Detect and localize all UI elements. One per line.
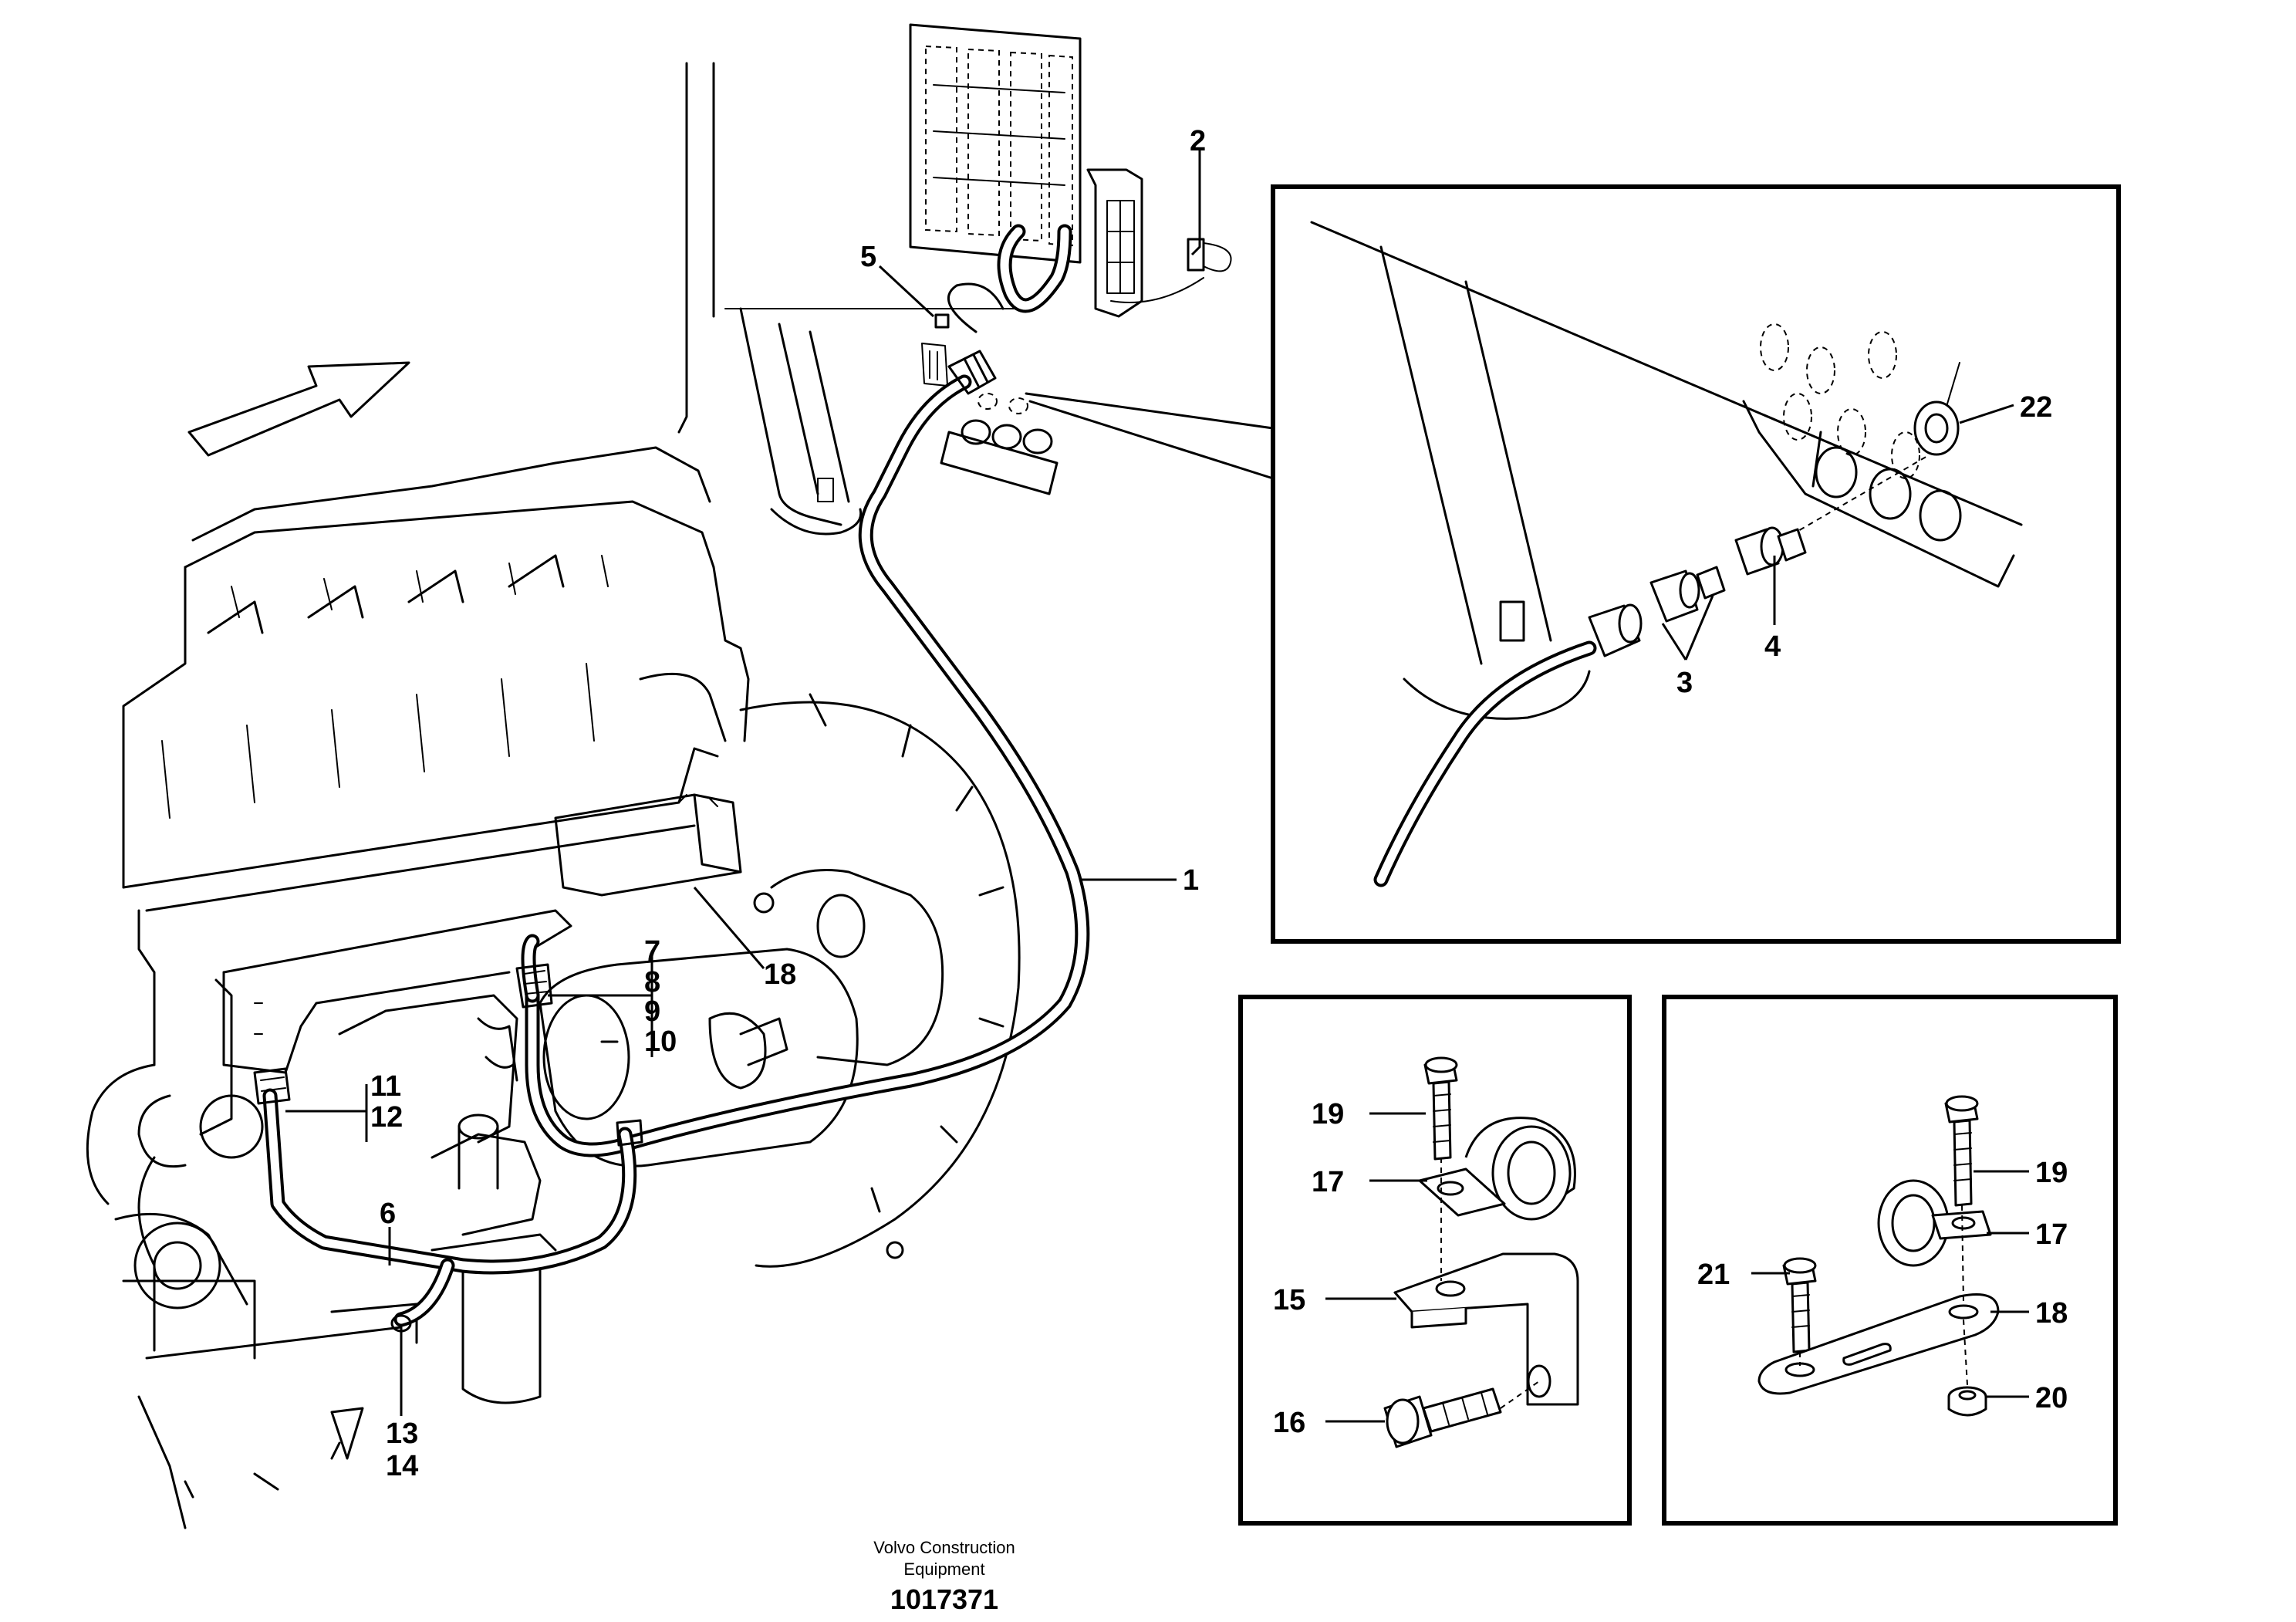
connector-bracket-2 <box>1086 168 1232 318</box>
callout-2: 2 <box>1190 125 1206 157</box>
callout-19-right: 19 <box>2035 1157 2068 1189</box>
callout-7: 7 <box>644 935 660 968</box>
bolt-21 <box>1782 1257 1817 1353</box>
bracket-15 <box>1393 1252 1579 1406</box>
callout-17-right: 17 <box>2035 1218 2068 1251</box>
drawing-number: 1017371 <box>890 1583 998 1615</box>
callout-labels: 2 5 1 22 4 3 7 8 9 10 18 11 12 6 13 14 1… <box>370 125 2068 1482</box>
detail-box-connector <box>1271 184 2121 944</box>
callout-18-main: 18 <box>764 958 796 991</box>
connector-5-icon <box>934 313 950 329</box>
callout-15: 15 <box>1273 1284 1305 1316</box>
bolt-16 <box>1383 1387 1502 1448</box>
detail-box-clamp-bracket <box>1238 995 1632 1526</box>
footer: Volvo Construction Equipment 1017371 <box>873 1538 1015 1615</box>
direction-arrow-icon <box>187 361 410 457</box>
callout-5: 5 <box>860 241 876 273</box>
callout-22: 22 <box>2020 391 2052 424</box>
company-name-line1: Volvo Construction <box>873 1538 1015 1557</box>
callout-12: 12 <box>370 1101 403 1134</box>
callout-11: 11 <box>370 1070 401 1103</box>
bracket-cluster <box>330 994 557 1404</box>
callout-21: 21 <box>1697 1259 1730 1291</box>
ecu-module-18 <box>222 793 742 1074</box>
nut-22 <box>1913 400 1960 456</box>
callout-9: 9 <box>644 995 660 1028</box>
detail-box-clamp-plate <box>1662 995 2118 1526</box>
callout-10: 10 <box>644 1026 677 1058</box>
cab-frame <box>677 62 1059 536</box>
cable-harness-1 <box>253 350 1090 1333</box>
bolt-19-right <box>1944 1095 1979 1207</box>
callout-6: 6 <box>380 1198 396 1230</box>
callout-16: 16 <box>1273 1407 1305 1439</box>
callout-20: 20 <box>2035 1382 2068 1414</box>
wiring-loop-5 <box>921 224 1072 387</box>
callout-1: 1 <box>1183 864 1199 897</box>
detail-pointer <box>1025 392 1275 480</box>
callout-14: 14 <box>386 1450 418 1482</box>
fitting-4 <box>1734 526 1807 576</box>
callout-17-left: 17 <box>1312 1166 1344 1198</box>
sensor-13-14 <box>330 1407 364 1460</box>
plate-18 <box>1757 1293 2000 1395</box>
fitting-3 <box>1588 566 1726 657</box>
company-name-line2: Equipment <box>903 1559 984 1579</box>
bolt-19-left <box>1423 1056 1458 1161</box>
engine-block <box>86 446 750 1529</box>
starter-motor <box>539 869 944 1168</box>
clamp-17-right <box>1877 1179 1992 1267</box>
panel-holes <box>961 393 1053 454</box>
callout-18-right: 18 <box>2035 1297 2068 1330</box>
callout-19-left: 19 <box>1312 1098 1344 1130</box>
callout-8: 8 <box>644 966 660 999</box>
nut-20 <box>1947 1386 1987 1417</box>
flywheel-housing <box>739 693 1021 1268</box>
callout-13: 13 <box>386 1418 418 1450</box>
leader-lines <box>285 150 2029 1423</box>
fuse-board <box>909 23 1082 264</box>
callout-4: 4 <box>1764 630 1781 663</box>
callout-3: 3 <box>1676 667 1693 699</box>
